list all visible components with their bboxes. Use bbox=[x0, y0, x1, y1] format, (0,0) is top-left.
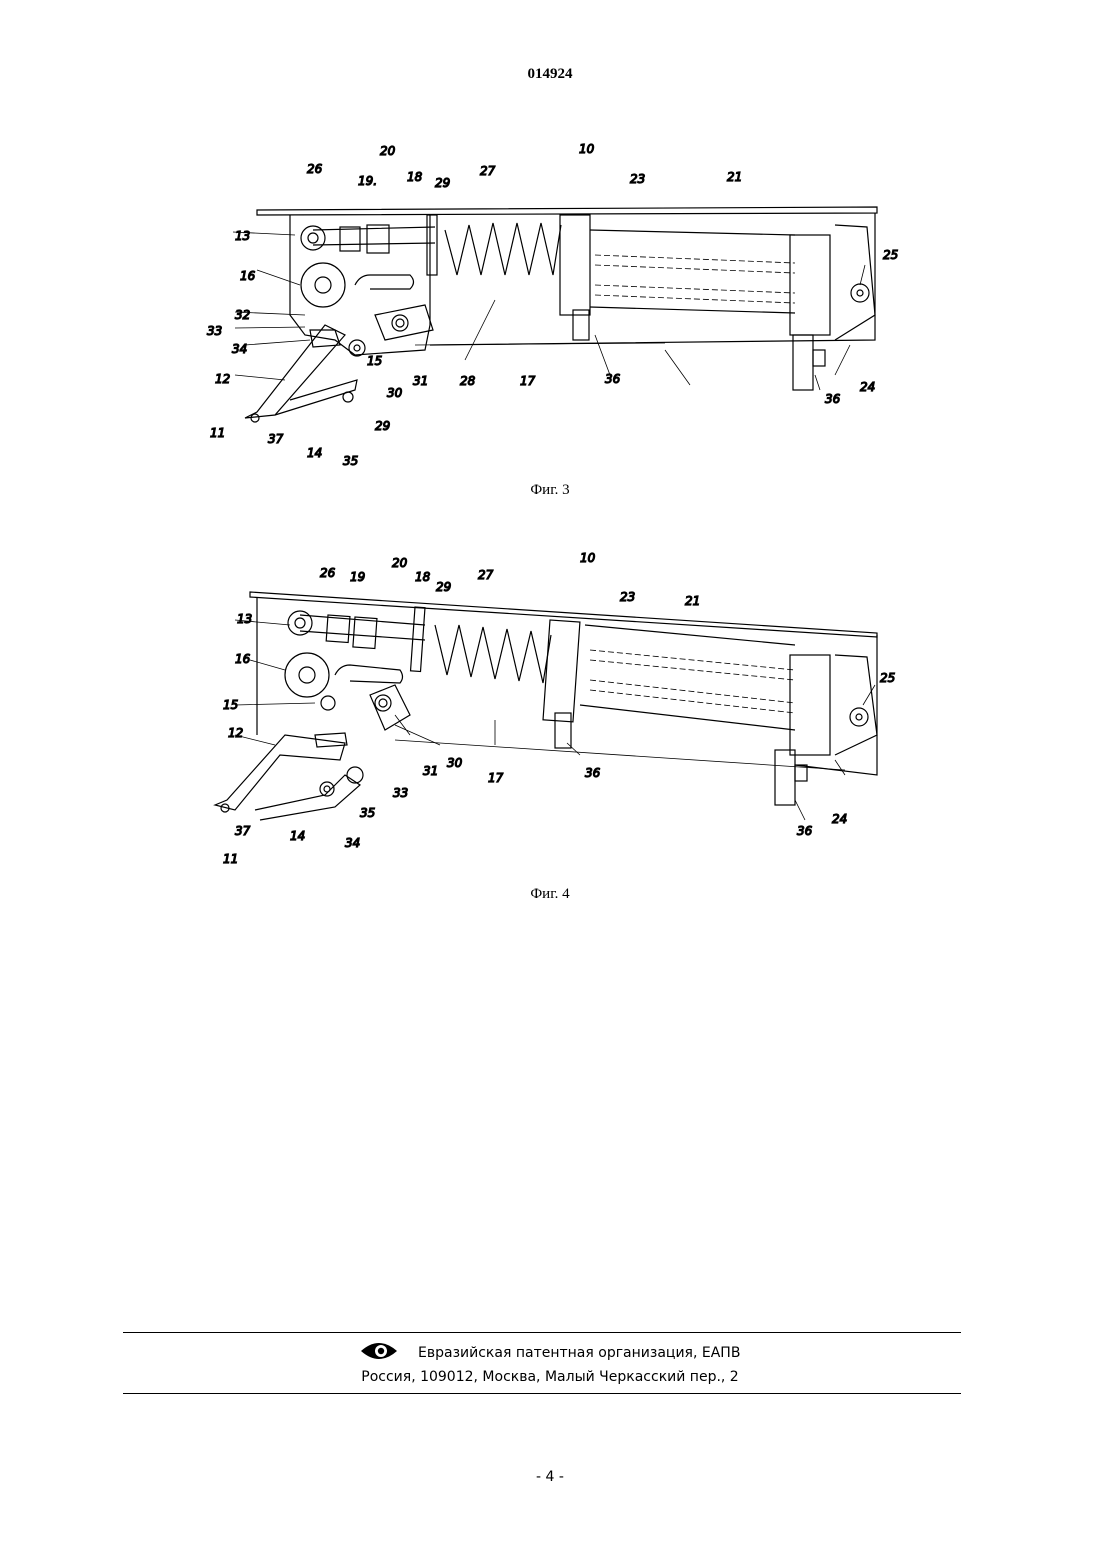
label-20: 20 bbox=[392, 556, 408, 570]
label-37: 37 bbox=[268, 432, 284, 446]
footer-bottom-rule bbox=[123, 1393, 961, 1394]
label-29: 29 bbox=[436, 580, 451, 594]
label-18: 18 bbox=[407, 170, 423, 184]
label-20: 20 bbox=[380, 144, 396, 158]
label-27: 27 bbox=[480, 164, 496, 178]
label-21: 21 bbox=[685, 594, 700, 608]
label-35: 35 bbox=[343, 454, 358, 468]
label-34: 34 bbox=[232, 342, 247, 356]
label-35: 35 bbox=[360, 806, 375, 820]
label-25: 25 bbox=[880, 671, 895, 685]
label-24: 24 bbox=[832, 812, 847, 826]
label-37: 37 bbox=[235, 824, 251, 838]
label-12: 12 bbox=[215, 372, 230, 386]
figure-3-caption: Фиг. 3 bbox=[0, 482, 1100, 499]
label-15: 15 bbox=[367, 354, 382, 368]
label-16: 16 bbox=[240, 269, 256, 283]
label-12: 12 bbox=[228, 726, 243, 740]
label-29-top: 29 bbox=[435, 176, 450, 190]
label-30: 30 bbox=[447, 756, 463, 770]
label-24: 24 bbox=[860, 380, 875, 394]
label-28: 28 bbox=[460, 374, 476, 388]
label-23: 23 bbox=[630, 172, 645, 186]
label-13: 13 bbox=[235, 229, 250, 243]
label-10: 10 bbox=[579, 142, 595, 156]
page-number: - 4 - bbox=[0, 1469, 1100, 1485]
eapo-logo-icon bbox=[360, 1341, 398, 1365]
footer-organization: Евразийская патентная организация, ЕАПВ bbox=[0, 1341, 1100, 1365]
label-36-right: 36 bbox=[797, 824, 813, 838]
label-31: 31 bbox=[423, 764, 438, 778]
label-30: 30 bbox=[387, 386, 403, 400]
label-32: 32 bbox=[235, 308, 250, 322]
figure-4-caption: Фиг. 4 bbox=[0, 886, 1100, 903]
label-10: 10 bbox=[580, 551, 596, 565]
label-18: 18 bbox=[415, 570, 431, 584]
label-31: 31 bbox=[413, 374, 428, 388]
label-23: 23 bbox=[620, 590, 635, 604]
footer-address: Россия, 109012, Москва, Малый Черкасский… bbox=[0, 1369, 1100, 1385]
label-36-right: 36 bbox=[825, 392, 841, 406]
label-33: 33 bbox=[207, 324, 222, 338]
label-19: 19. bbox=[358, 174, 377, 188]
label-14: 14 bbox=[290, 829, 305, 843]
label-13: 13 bbox=[237, 612, 252, 626]
label-29-bottom: 29 bbox=[375, 419, 390, 433]
figure-4-drawing: 10 26 19 20 18 29 27 23 21 13 16 25 15 1… bbox=[195, 545, 915, 875]
label-27: 27 bbox=[478, 568, 494, 582]
label-21: 21 bbox=[727, 170, 742, 184]
label-36-left: 36 bbox=[585, 766, 601, 780]
figure-3-drawing: 10 20 26 19. 18 29 27 23 21 13 16 25 32 … bbox=[195, 135, 915, 475]
label-34: 34 bbox=[345, 836, 360, 850]
label-33: 33 bbox=[393, 786, 408, 800]
label-15: 15 bbox=[223, 698, 238, 712]
label-11: 11 bbox=[223, 852, 238, 866]
label-14: 14 bbox=[307, 446, 322, 460]
label-19: 19 bbox=[350, 570, 365, 584]
label-17: 17 bbox=[488, 771, 504, 785]
label-26: 26 bbox=[320, 566, 336, 580]
label-16: 16 bbox=[235, 652, 251, 666]
patent-number: 014924 bbox=[0, 66, 1100, 83]
label-36-left: 36 bbox=[605, 372, 621, 386]
label-25: 25 bbox=[883, 248, 898, 262]
label-11: 11 bbox=[210, 426, 225, 440]
label-26: 26 bbox=[307, 162, 323, 176]
organization-name: Евразийская патентная организация, ЕАПВ bbox=[418, 1345, 740, 1361]
label-17: 17 bbox=[520, 374, 536, 388]
footer-top-rule bbox=[123, 1332, 961, 1333]
